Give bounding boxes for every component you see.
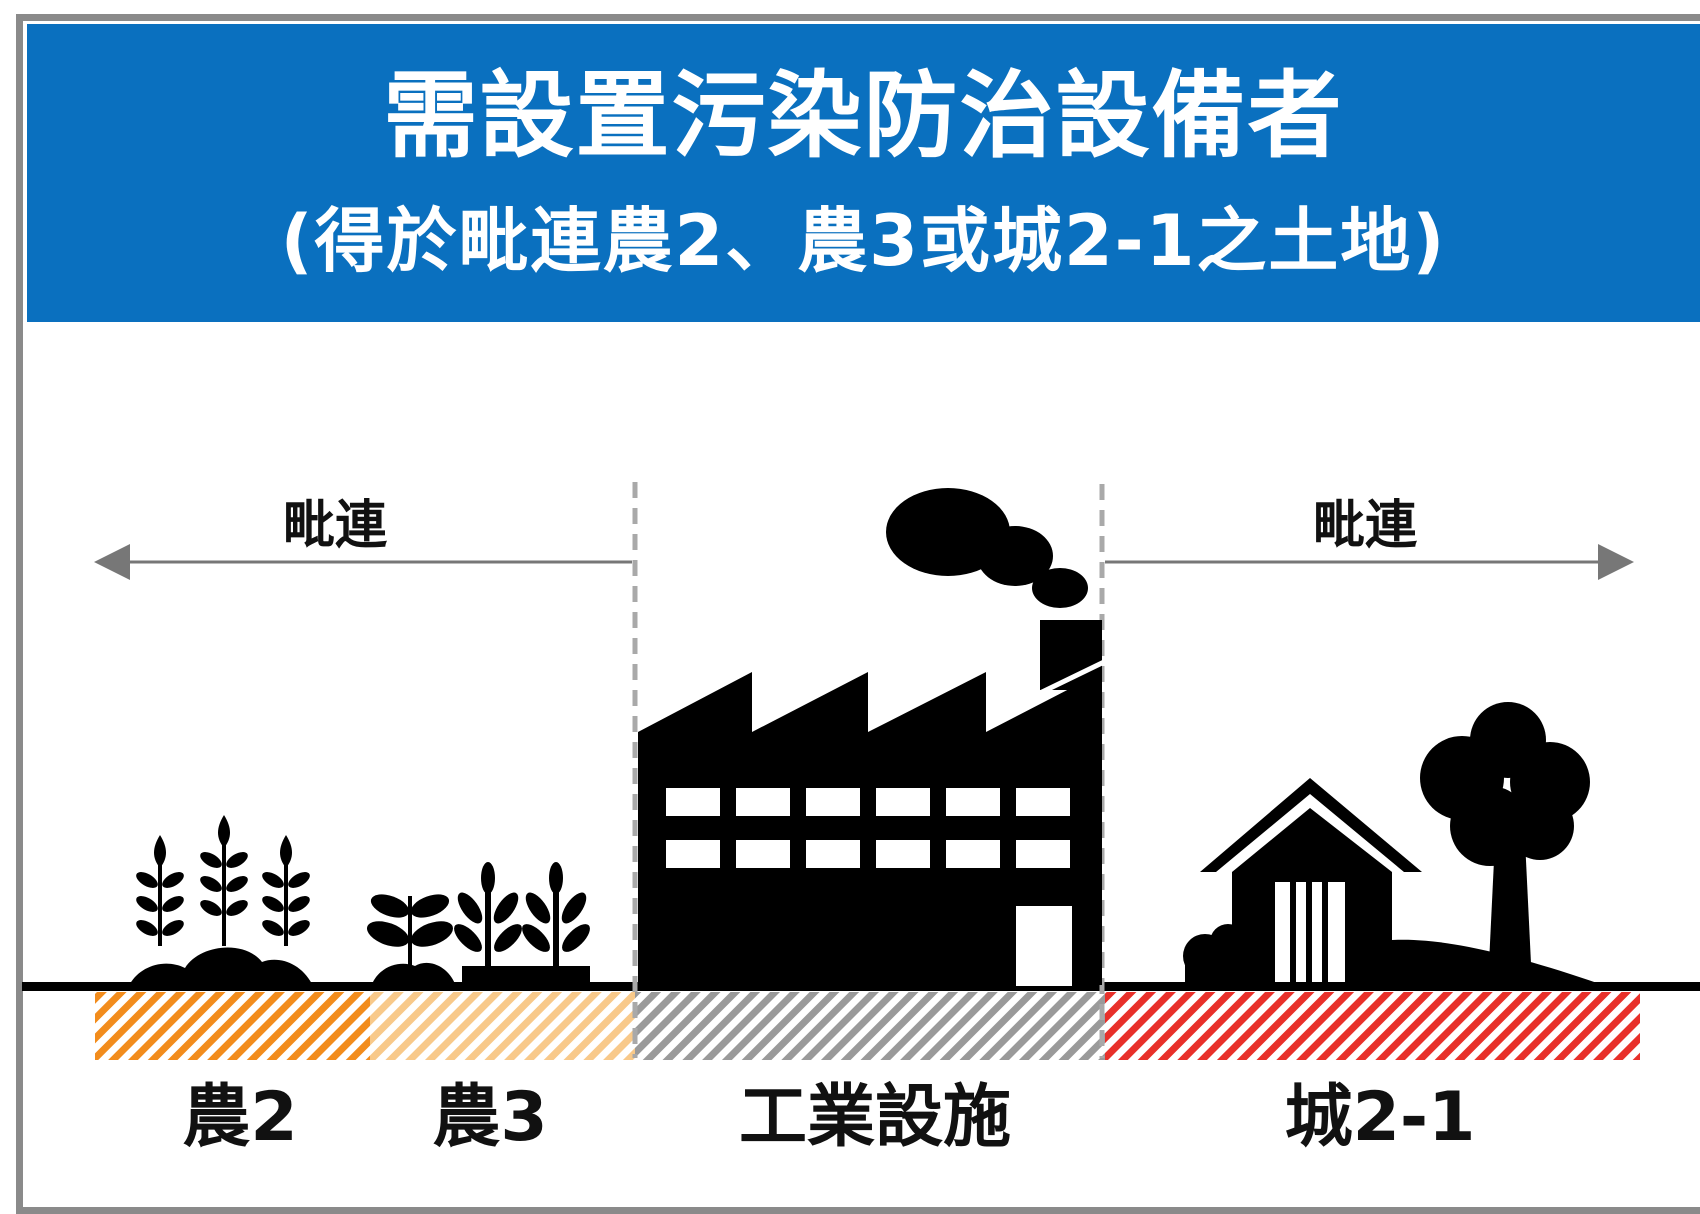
zone-hatch-nong2	[95, 992, 370, 1060]
wheat-icon	[130, 815, 312, 984]
zone-label-cheng21: 城2-1	[1284, 1078, 1476, 1157]
page-subtitle: (得於毗連農2、農3或城2-1之土地)	[280, 200, 1447, 282]
adjacency-label-right: 毗連	[1312, 496, 1417, 556]
tree-icon	[1420, 702, 1590, 984]
adjacency-label-left: 毗連	[282, 496, 387, 556]
page-title: 需設置污染防治設備者	[383, 62, 1344, 171]
factory-door	[1016, 906, 1072, 986]
zone-hatch-cheng21	[1105, 992, 1640, 1060]
zone-label-industrial: 工業設施	[738, 1078, 1011, 1157]
zone-label-nong2: 農2	[182, 1078, 298, 1157]
factory-icon	[638, 488, 1106, 986]
zone-hatch-nong3	[370, 992, 635, 1060]
smoke-cloud	[886, 488, 1088, 608]
ground-line	[22, 982, 1700, 991]
seedling-icon	[366, 862, 590, 984]
zone-hatch-industrial	[635, 992, 1105, 1060]
factory-windows	[666, 788, 1070, 868]
header-banner	[27, 24, 1700, 322]
zone-label-nong3: 農3	[432, 1078, 548, 1157]
house-icon	[1183, 778, 1600, 984]
